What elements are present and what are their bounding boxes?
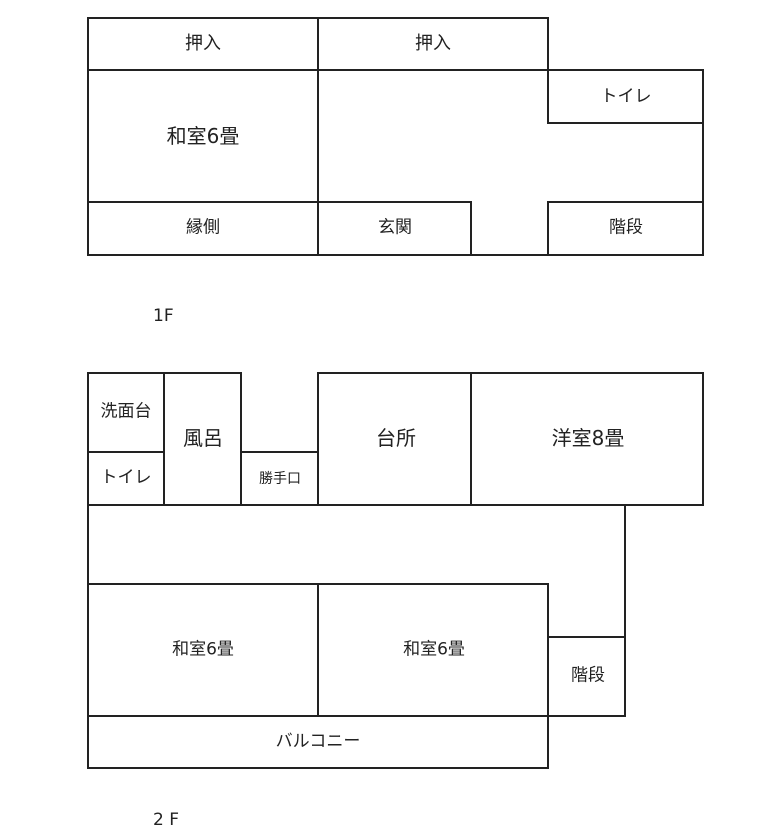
floor-label-1f: 1F — [153, 306, 174, 326]
room-label-furo: 風呂 — [183, 426, 223, 450]
room-label-balcony: バルコニー — [275, 731, 361, 752]
room-label-youshitsu: 洋室8畳 — [551, 426, 625, 450]
room-label-toilet-2f: トイレ — [100, 467, 152, 488]
room-label-daidokoro: 台所 — [376, 426, 416, 450]
room-label-kaidan-2f: 階段 — [571, 665, 605, 686]
room-label-katteguchi: 勝手口 — [259, 471, 301, 487]
room-label-kaidan-1f: 階段 — [609, 217, 643, 238]
room-label-engawa: 縁側 — [186, 217, 220, 238]
floor1-walls — [87, 17, 704, 256]
room-label-oshiire-right: 押入 — [415, 33, 451, 54]
room-label-toilet-1f: トイレ — [600, 86, 652, 107]
room-label-genkan: 玄関 — [378, 217, 412, 238]
room-label-washitsu-2f-left: 和室6畳 — [172, 639, 234, 660]
room-label-washitsu-1f: 和室6畳 — [166, 124, 240, 148]
floor-label-2f: 2 F — [153, 810, 179, 830]
room-label-washitsu-2f-right: 和室6畳 — [403, 639, 465, 660]
room-label-oshiire-left: 押入 — [185, 33, 221, 54]
room-label-senmendai: 洗面台 — [100, 401, 152, 422]
floor2-walls — [87, 372, 704, 769]
